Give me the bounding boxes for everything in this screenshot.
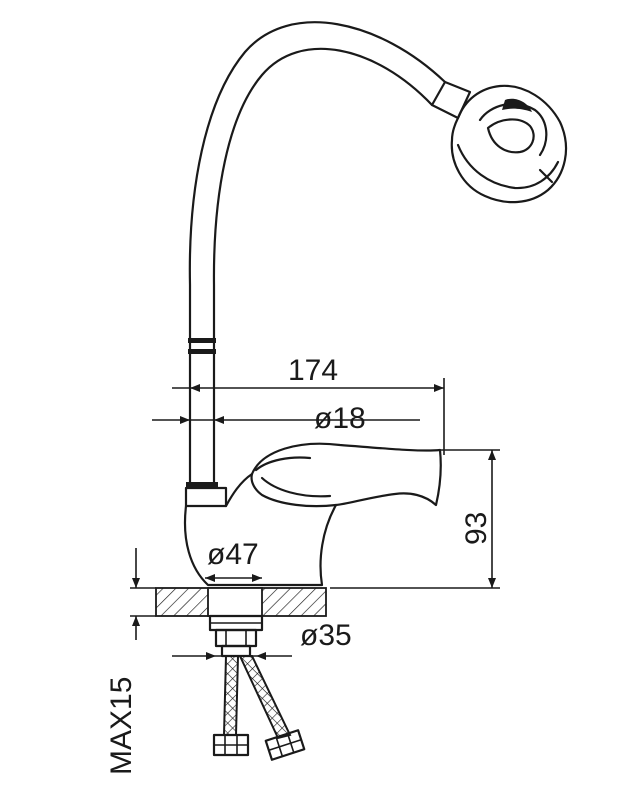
dim-18-label: ø18 [314,402,366,435]
dim-47-label: ø47 [207,538,259,571]
dim-35-label: ø35 [300,619,352,652]
dimension-thread-diameter: ø35 [172,619,352,660]
supply-hoses [212,655,306,761]
countertop-section [155,587,327,617]
dim-93-label: 93 [460,512,493,545]
dimension-body-diameter: ø18 [152,402,420,435]
threaded-shank [208,614,264,658]
dimension-reach: 174 [172,354,445,455]
faucet-body-tube [184,352,228,508]
flexible-spout [188,21,447,356]
faucet-body [183,442,442,587]
dim-max15-label: MAX15 [105,677,138,775]
dim-174-label: 174 [288,354,338,387]
dimension-height: 93 [330,449,500,589]
spray-head [430,80,568,204]
dimension-base-diameter: ø47 [205,538,262,582]
dimension-max-thickness: MAX15 [105,548,156,775]
